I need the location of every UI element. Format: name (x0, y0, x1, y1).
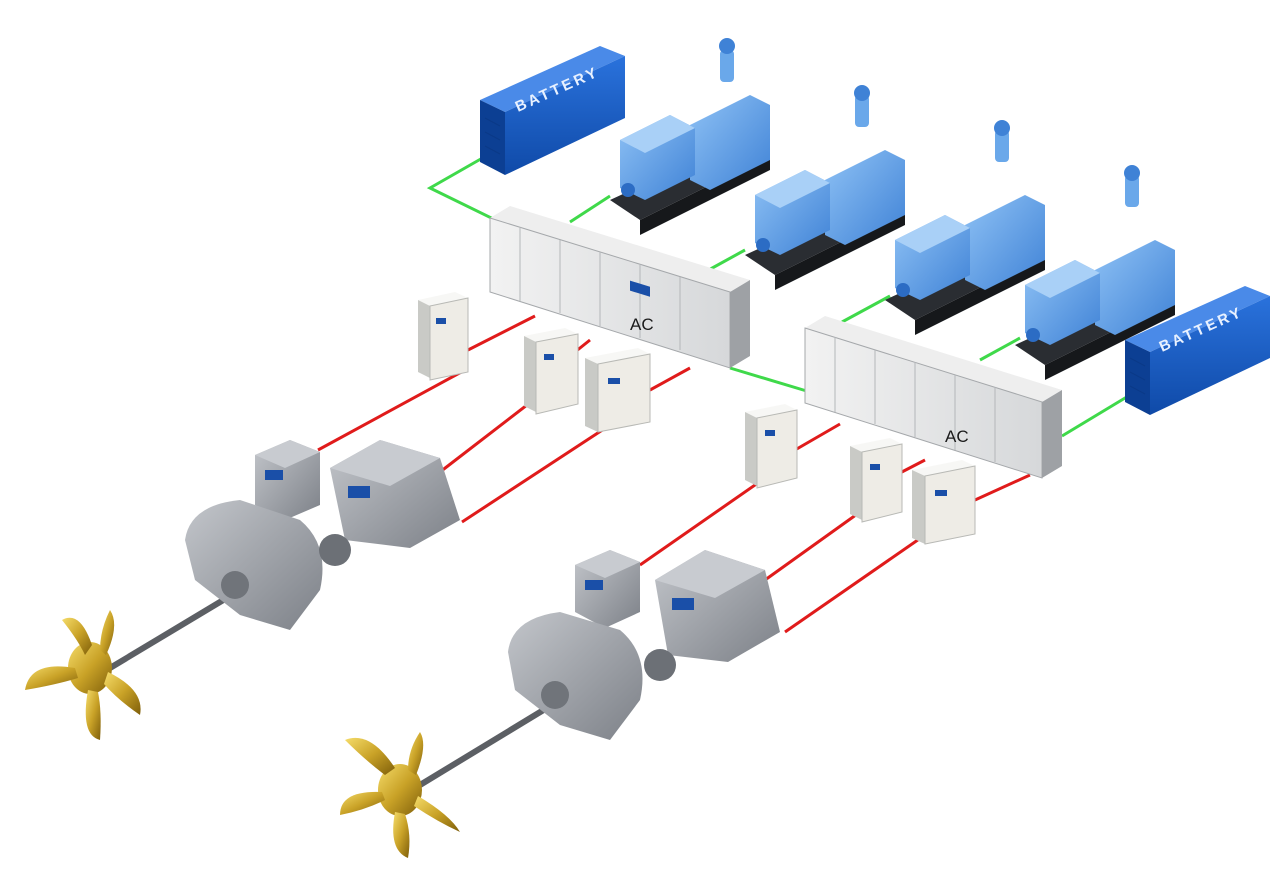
diesel-generator-4 (1015, 165, 1175, 380)
propulsion-line-2 (340, 550, 780, 858)
dc-link-gen-4 (979, 336, 1021, 362)
feed-10 (764, 510, 861, 582)
battery-1: BATTERY (480, 46, 625, 175)
small-motor-2 (575, 550, 640, 628)
drive-cabinet-4 (745, 404, 798, 489)
drive-cabinets (418, 292, 976, 545)
battery-2: BATTERY (1125, 286, 1270, 415)
feed-7 (794, 422, 841, 452)
feed-2 (317, 368, 466, 452)
dc-link-gen-1 (569, 194, 611, 224)
feed-4 (439, 393, 541, 474)
feed-1 (467, 314, 536, 352)
feed-8 (639, 476, 766, 567)
large-motor-2 (644, 550, 780, 681)
dc-link-battery-1 (426, 146, 521, 234)
drive-cabinet-1 (418, 292, 469, 381)
propeller-1 (25, 610, 141, 740)
feed-12 (784, 533, 926, 634)
feed-6 (461, 423, 611, 524)
dc-links (426, 146, 1136, 438)
gearbox-2 (508, 612, 643, 740)
drive-cabinet-6 (912, 460, 976, 545)
gearbox-1 (185, 500, 323, 630)
switchboard-2-label: AC (945, 427, 969, 446)
large-motor-1 (319, 440, 460, 566)
ac-feeds (317, 314, 1031, 634)
dc-link-bus-tie (729, 366, 811, 394)
drive-cabinet-5 (850, 438, 903, 523)
drive-cabinet-3 (585, 348, 651, 433)
dc-link-battery-2 (1061, 390, 1136, 438)
dc-link-gen-3 (841, 294, 891, 324)
diesel-generator-3 (885, 120, 1045, 335)
diesel-generator-2 (745, 85, 905, 290)
drive-cabinet-2 (524, 328, 579, 415)
ac-switchboard-1: AC (489, 206, 750, 369)
diesel-generator-1 (610, 38, 770, 235)
ac-switchboard-2: AC (804, 316, 1062, 479)
shaft-2 (418, 697, 562, 788)
feed-5 (649, 366, 691, 392)
feed-11 (974, 473, 1031, 502)
shaft-1 (108, 587, 242, 671)
small-motor-1 (255, 440, 320, 520)
switchboard-1-label: AC (630, 315, 654, 334)
propeller-2 (340, 732, 460, 858)
propulsion-line-1 (25, 440, 460, 740)
